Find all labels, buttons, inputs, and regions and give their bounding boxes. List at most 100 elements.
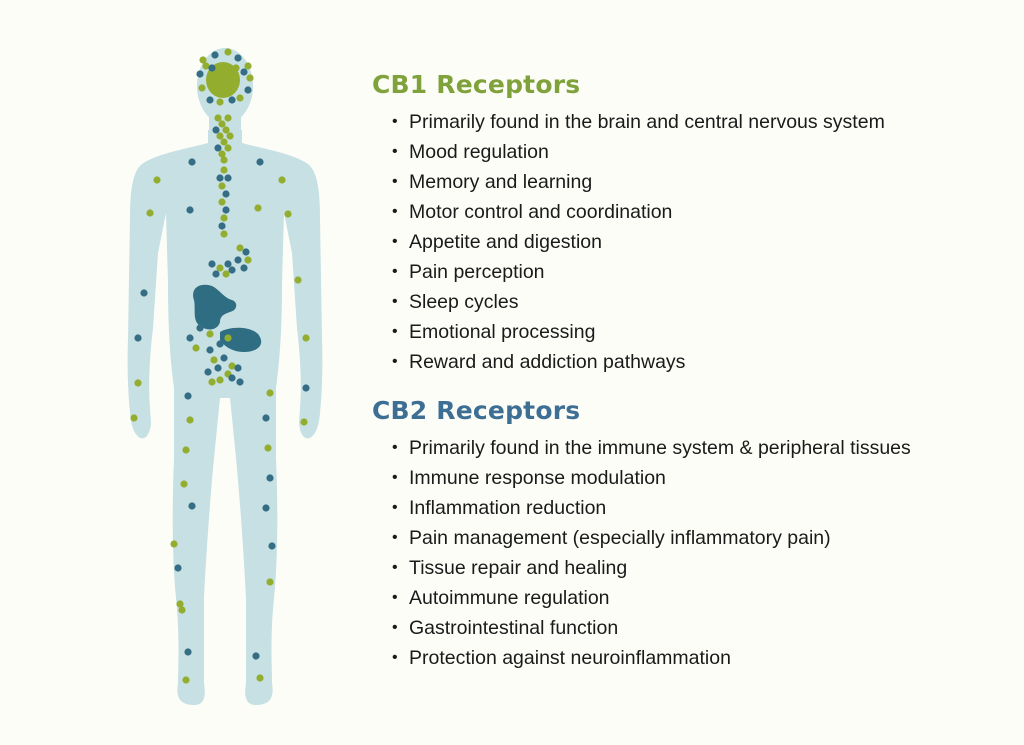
cb1-receptor-dot — [244, 62, 252, 70]
cb2-receptor-dot — [212, 270, 220, 278]
cb1-receptor-dot — [134, 379, 142, 387]
cb1-receptor-dot — [182, 676, 190, 684]
cb1-receptor-dot — [220, 230, 228, 238]
cb1-receptor-dot — [182, 446, 190, 454]
cb1-receptor-dot — [266, 389, 274, 397]
cb1-heading: CB1 Receptors — [372, 70, 581, 99]
cb2-receptor-dot — [206, 96, 214, 104]
organs — [193, 62, 262, 352]
cb1-receptor-dot — [232, 64, 240, 72]
cb2-receptor-dot — [214, 144, 222, 152]
cb2-item: Pain management (especially inflammatory… — [372, 523, 911, 553]
cb2-receptor-dot — [262, 414, 270, 422]
cb1-receptor-dot — [192, 344, 200, 352]
cb2-receptor-dot — [220, 354, 228, 362]
cb2-item: Protection against neuroinflammation — [372, 643, 911, 673]
cb1-receptor-dot — [226, 132, 234, 140]
cb2-receptor-dot — [234, 256, 242, 264]
cb2-receptor-dot — [236, 378, 244, 386]
cb1-receptor-dot — [206, 330, 214, 338]
cb2-receptor-dot — [222, 206, 230, 214]
cb2-receptor-dot — [204, 368, 212, 376]
cb1-receptor-dot — [220, 166, 228, 174]
cb1-receptor-dot — [208, 378, 216, 386]
cb2-item: Immune response modulation — [372, 463, 911, 493]
cb2-receptor-dot — [302, 384, 310, 392]
cb2-heading: CB2 Receptors — [372, 396, 581, 425]
cb2-item: Primarily found in the immune system & p… — [372, 433, 911, 463]
cb2-item: Autoimmune regulation — [372, 583, 911, 613]
cb1-receptor-dot — [254, 204, 262, 212]
cb1-receptor-dot — [216, 132, 224, 140]
receptor-dots — [130, 48, 310, 684]
cb2-receptor-dot — [140, 289, 148, 297]
cb1-item: Primarily found in the brain and central… — [372, 107, 885, 137]
cb1-receptor-dot — [278, 176, 286, 184]
cb1-receptor-dot — [218, 182, 226, 190]
cb2-receptor-dot — [134, 334, 142, 342]
cb1-receptor-dot — [146, 209, 154, 217]
cb1-receptor-dot — [220, 138, 228, 146]
cb1-receptor-dot — [153, 176, 161, 184]
cb1-item: Mood regulation — [372, 137, 885, 167]
cb2-receptor-dot — [211, 51, 219, 59]
cb2-receptor-dot — [262, 504, 270, 512]
cb1-item: Emotional processing — [372, 317, 885, 347]
cb1-receptor-dot — [302, 334, 310, 342]
cb1-receptor-dot — [178, 606, 186, 614]
cb1-receptor-dot — [218, 198, 226, 206]
cb2-receptor-dot — [216, 340, 224, 348]
cb1-receptor-dot — [202, 62, 210, 70]
cb1-receptor-dot — [236, 244, 244, 252]
cb1-item: Pain perception — [372, 257, 885, 287]
cb2-section: CB2 Receptors Primarily found in the imm… — [372, 396, 911, 673]
cb1-receptor-dot — [244, 256, 252, 264]
cb2-list: Primarily found in the immune system & p… — [372, 433, 911, 673]
cb1-item: Appetite and digestion — [372, 227, 885, 257]
cb2-receptor-dot — [208, 64, 216, 72]
cb1-receptor-dot — [294, 276, 302, 284]
cb1-receptor-dot — [246, 74, 254, 82]
cb1-item: Reward and addiction pathways — [372, 347, 885, 377]
cb1-receptor-dot — [216, 264, 224, 272]
cb1-receptor-dot — [216, 98, 224, 106]
cb1-receptor-dot — [220, 214, 228, 222]
cb1-receptor-dot — [264, 444, 272, 452]
cb2-receptor-dot — [184, 648, 192, 656]
cb2-receptor-dot — [252, 652, 260, 660]
cb2-receptor-dot — [216, 174, 224, 182]
cb2-receptor-dot — [256, 158, 264, 166]
cb2-receptor-dot — [186, 334, 194, 342]
cb2-item: Tissue repair and healing — [372, 553, 911, 583]
cb1-receptor-dot — [224, 114, 232, 122]
cb1-receptor-dot — [228, 362, 236, 370]
cb2-item: Inflammation reduction — [372, 493, 911, 523]
cb1-receptor-dot — [236, 94, 244, 102]
cb2-receptor-dot — [240, 264, 248, 272]
cb2-receptor-dot — [244, 86, 252, 94]
cb1-receptor-dot — [216, 376, 224, 384]
cb1-receptor-dot — [199, 56, 207, 64]
cb2-receptor-dot — [208, 260, 216, 268]
cb1-item: Memory and learning — [372, 167, 885, 197]
cb1-item: Sleep cycles — [372, 287, 885, 317]
cb2-receptor-dot — [174, 564, 182, 572]
cb2-receptor-dot — [228, 96, 236, 104]
cb1-receptor-dot — [214, 114, 222, 122]
cb2-receptor-dot — [214, 364, 222, 372]
cb2-receptor-dot — [240, 68, 248, 76]
cb1-receptor-dot — [180, 480, 188, 488]
cb2-receptor-dot — [196, 324, 204, 332]
liver-organ — [193, 284, 237, 330]
cb1-receptor-dot — [224, 144, 232, 152]
cb1-receptor-dot — [224, 334, 232, 342]
human-body-illustration — [127, 48, 323, 706]
cb1-list: Primarily found in the brain and central… — [372, 107, 885, 377]
cb1-receptor-dot — [218, 120, 226, 128]
cb2-receptor-dot — [234, 54, 242, 62]
cb1-receptor-dot — [224, 48, 232, 56]
cb1-receptor-dot — [222, 126, 230, 134]
cb1-receptor-dot — [300, 418, 308, 426]
cb1-receptor-dot — [170, 540, 178, 548]
stomach-organ — [220, 327, 262, 352]
